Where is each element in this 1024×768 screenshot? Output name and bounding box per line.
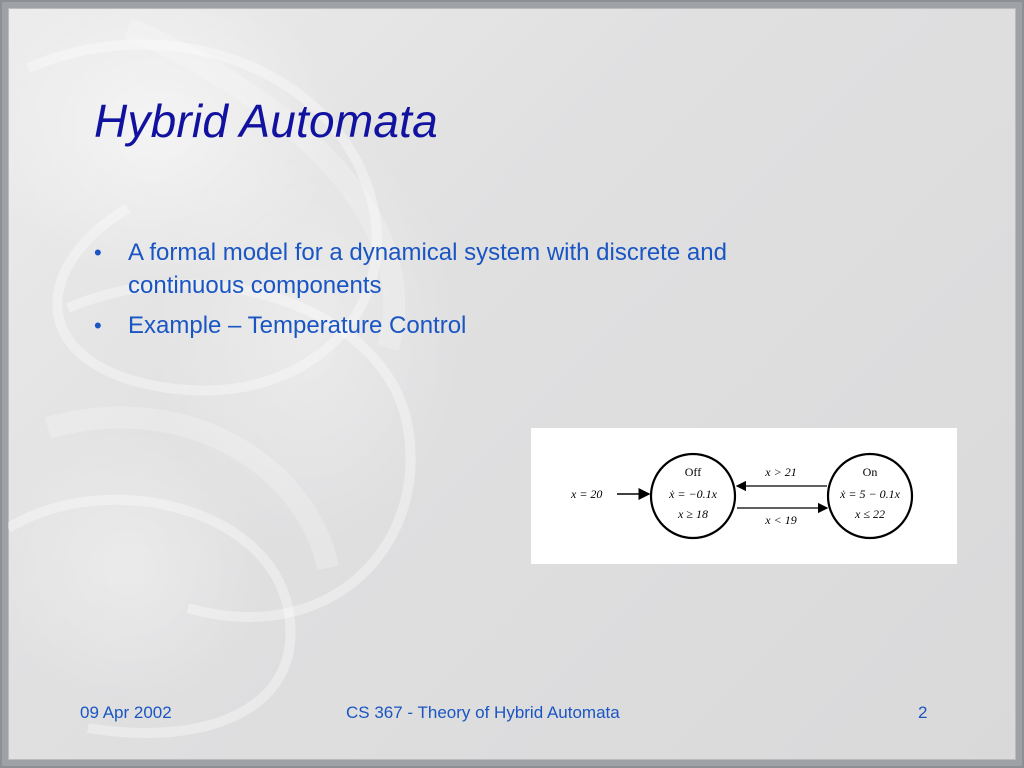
bullet-2-line-1: Example – Temperature Control — [128, 312, 467, 339]
bullet-item-1: • A formal model for a dynamical system … — [94, 236, 894, 302]
state-off-circle — [649, 452, 737, 540]
footer-course-title: CS 367 - Theory of Hybrid Automata — [346, 703, 620, 722]
bullet-list: • A formal model for a dynamical system … — [94, 236, 894, 349]
state-off-invariant: x ≥ 18 — [677, 507, 708, 521]
state-off-flow: ẋ = −0.1x — [668, 487, 718, 501]
bullet-1-line-1: A formal model for a dynamical system wi… — [128, 239, 727, 266]
bullet-icon: • — [94, 240, 102, 265]
state-on-flow: ẋ = 5 − 0.1x — [839, 487, 901, 501]
slide-canvas: Hybrid Automata • A formal model for a d… — [8, 8, 1016, 760]
transition-off-to-on-guard: x < 19 — [764, 513, 796, 527]
bullet-icon: • — [94, 313, 102, 338]
state-on-name: On — [863, 465, 878, 479]
bullet-1-line-2: continuous components — [128, 272, 382, 299]
transition-on-to-off-guard: x > 21 — [764, 465, 796, 479]
initial-condition-label: x = 20 — [570, 487, 602, 501]
footer-page-number: 2 — [918, 703, 928, 722]
footer-date: 09 Apr 2002 — [80, 703, 172, 722]
swirl-background-decoration — [8, 17, 416, 738]
hybrid-automaton-diagram: x = 20 Off ẋ = −0.1x x ≥ 18 On ẋ = 5 − 0… — [531, 428, 957, 564]
slide-title: Hybrid Automata — [94, 95, 438, 147]
bullet-item-2: • Example – Temperature Control — [94, 309, 894, 342]
state-on-invariant: x ≤ 22 — [854, 507, 885, 521]
diagram-svg: x = 20 Off ẋ = −0.1x x ≥ 18 On ẋ = 5 − 0… — [570, 452, 914, 540]
state-off-name: Off — [685, 465, 701, 479]
state-on-circle — [826, 452, 914, 540]
